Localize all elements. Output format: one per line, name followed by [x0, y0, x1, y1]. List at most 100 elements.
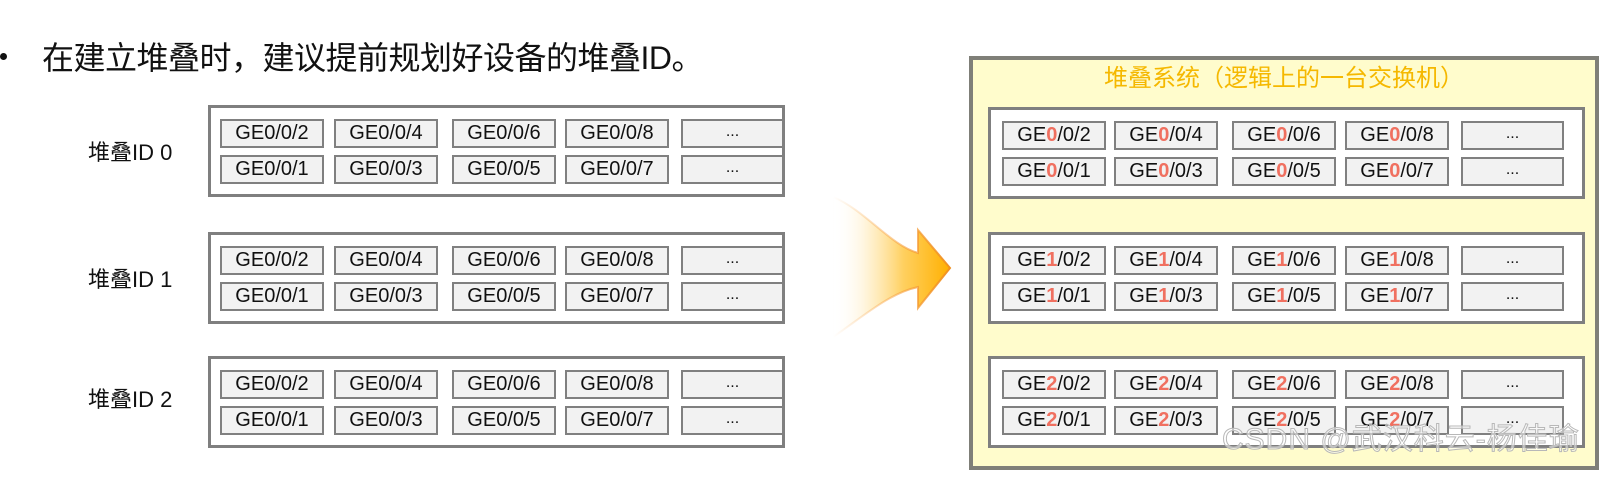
port-prefix: GE — [1129, 409, 1159, 431]
port-more: ... — [1461, 370, 1564, 399]
port: GE0/0/6 — [452, 370, 556, 399]
port: GE1/0/4 — [1114, 246, 1218, 275]
port: GE2/0/7 — [1345, 406, 1449, 435]
port: GE2/0/2 — [1002, 370, 1106, 399]
port: GE1/0/7 — [1345, 282, 1449, 311]
slot-id-highlight: 2 — [1276, 373, 1288, 395]
stack-id-label: 堆叠ID 0 — [88, 140, 173, 165]
port: GE0/0/2 — [1002, 121, 1106, 150]
port-prefix: GE — [1017, 373, 1047, 395]
watermark: CSDN @武汉科云-杨佳瑜 — [1222, 423, 1580, 457]
port-suffix: /0/6 — [1287, 124, 1321, 146]
port: GE2/0/4 — [1114, 370, 1218, 399]
port: GE0/0/1 — [220, 406, 324, 435]
port: GE0/0/2 — [220, 370, 324, 399]
port-prefix: GE — [1247, 249, 1277, 271]
port-suffix: /0/3 — [1169, 285, 1203, 307]
slot-id-highlight: 2 — [1276, 409, 1288, 431]
port: GE1/0/1 — [1002, 282, 1106, 311]
port-suffix: /0/1 — [1057, 160, 1091, 182]
port: GE2/0/5 — [1232, 406, 1336, 435]
slot-id-highlight: 1 — [1158, 285, 1170, 307]
port-suffix: /0/5 — [1287, 409, 1321, 431]
port-prefix: GE — [1129, 249, 1159, 271]
port-suffix: /0/2 — [1057, 373, 1091, 395]
port: GE0/0/6 — [1232, 121, 1336, 150]
port-more: ... — [1461, 246, 1564, 275]
port-prefix: GE — [1360, 409, 1390, 431]
stack-system-title: 堆叠系统（逻辑上的一台交换机） — [1104, 65, 1464, 92]
right-arrow-icon — [832, 195, 952, 339]
port-more: ... — [681, 406, 784, 435]
slot-id-highlight: 1 — [1276, 285, 1288, 307]
port-more: ... — [1461, 406, 1564, 435]
port-prefix: GE — [1247, 285, 1277, 307]
port: GE0/0/3 — [334, 406, 438, 435]
port: GE0/0/4 — [334, 119, 438, 148]
port: GE0/0/8 — [565, 370, 669, 399]
port: GE0/0/2 — [220, 119, 324, 148]
port: GE2/0/3 — [1114, 406, 1218, 435]
port-more: ... — [681, 282, 784, 311]
port: GE2/0/8 — [1345, 370, 1449, 399]
port-prefix: GE — [1247, 409, 1277, 431]
slot-id-highlight: 1 — [1046, 285, 1058, 307]
port: GE0/0/5 — [452, 155, 556, 184]
port-suffix: /0/2 — [1057, 249, 1091, 271]
port-suffix: /0/1 — [1057, 285, 1091, 307]
slot-id-highlight: 1 — [1046, 249, 1058, 271]
port-prefix: ... — [1505, 250, 1520, 267]
slot-id-highlight: 0 — [1389, 160, 1401, 182]
port-suffix: /0/5 — [1287, 285, 1321, 307]
port: GE0/0/4 — [1114, 121, 1218, 150]
port: GE0/0/1 — [220, 282, 324, 311]
slot-id-highlight: 1 — [1389, 249, 1401, 271]
slot-id-highlight: 2 — [1158, 373, 1170, 395]
port-suffix: /0/1 — [1057, 409, 1091, 431]
port-prefix: GE — [1360, 124, 1390, 146]
port-prefix: GE — [1360, 160, 1390, 182]
arrow-shape — [832, 195, 952, 339]
port-prefix: ... — [1505, 374, 1520, 391]
port-more: ... — [1461, 157, 1564, 186]
port-suffix: /0/6 — [1287, 249, 1321, 271]
port-more: ... — [1461, 282, 1564, 311]
port-prefix: GE — [1017, 249, 1047, 271]
slot-id-highlight: 2 — [1389, 409, 1401, 431]
slot-id-highlight: 2 — [1046, 409, 1058, 431]
port: GE0/0/5 — [452, 282, 556, 311]
port-prefix: ... — [1505, 161, 1520, 178]
port: GE0/0/7 — [1345, 157, 1449, 186]
port-prefix: ... — [1505, 286, 1520, 303]
slot-id-highlight: 1 — [1158, 249, 1170, 271]
port: GE0/0/3 — [1114, 157, 1218, 186]
port: GE0/0/3 — [334, 282, 438, 311]
port: GE0/0/5 — [452, 406, 556, 435]
slot-id-highlight: 2 — [1389, 373, 1401, 395]
port-more: ... — [681, 246, 784, 275]
slot-id-highlight: 1 — [1389, 285, 1401, 307]
port-prefix: ... — [1505, 125, 1520, 142]
port-more: ... — [681, 370, 784, 399]
port: GE0/0/2 — [220, 246, 324, 275]
port: GE0/0/7 — [565, 406, 669, 435]
port-suffix: /0/4 — [1169, 373, 1203, 395]
port-more: ... — [681, 155, 784, 184]
port-suffix: /0/3 — [1169, 409, 1203, 431]
port-prefix: GE — [1017, 409, 1047, 431]
port: GE0/0/7 — [565, 155, 669, 184]
port-suffix: /0/7 — [1400, 409, 1434, 431]
port-suffix: /0/5 — [1287, 160, 1321, 182]
port-suffix: /0/8 — [1400, 124, 1434, 146]
port-suffix: /0/4 — [1169, 249, 1203, 271]
port: GE1/0/3 — [1114, 282, 1218, 311]
port-prefix: GE — [1360, 373, 1390, 395]
port-suffix: /0/6 — [1287, 373, 1321, 395]
port: GE1/0/5 — [1232, 282, 1336, 311]
port: GE1/0/2 — [1002, 246, 1106, 275]
port: GE0/0/4 — [334, 246, 438, 275]
port: GE2/0/1 — [1002, 406, 1106, 435]
port-suffix: /0/4 — [1169, 124, 1203, 146]
port: GE1/0/8 — [1345, 246, 1449, 275]
port-prefix: GE — [1247, 160, 1277, 182]
